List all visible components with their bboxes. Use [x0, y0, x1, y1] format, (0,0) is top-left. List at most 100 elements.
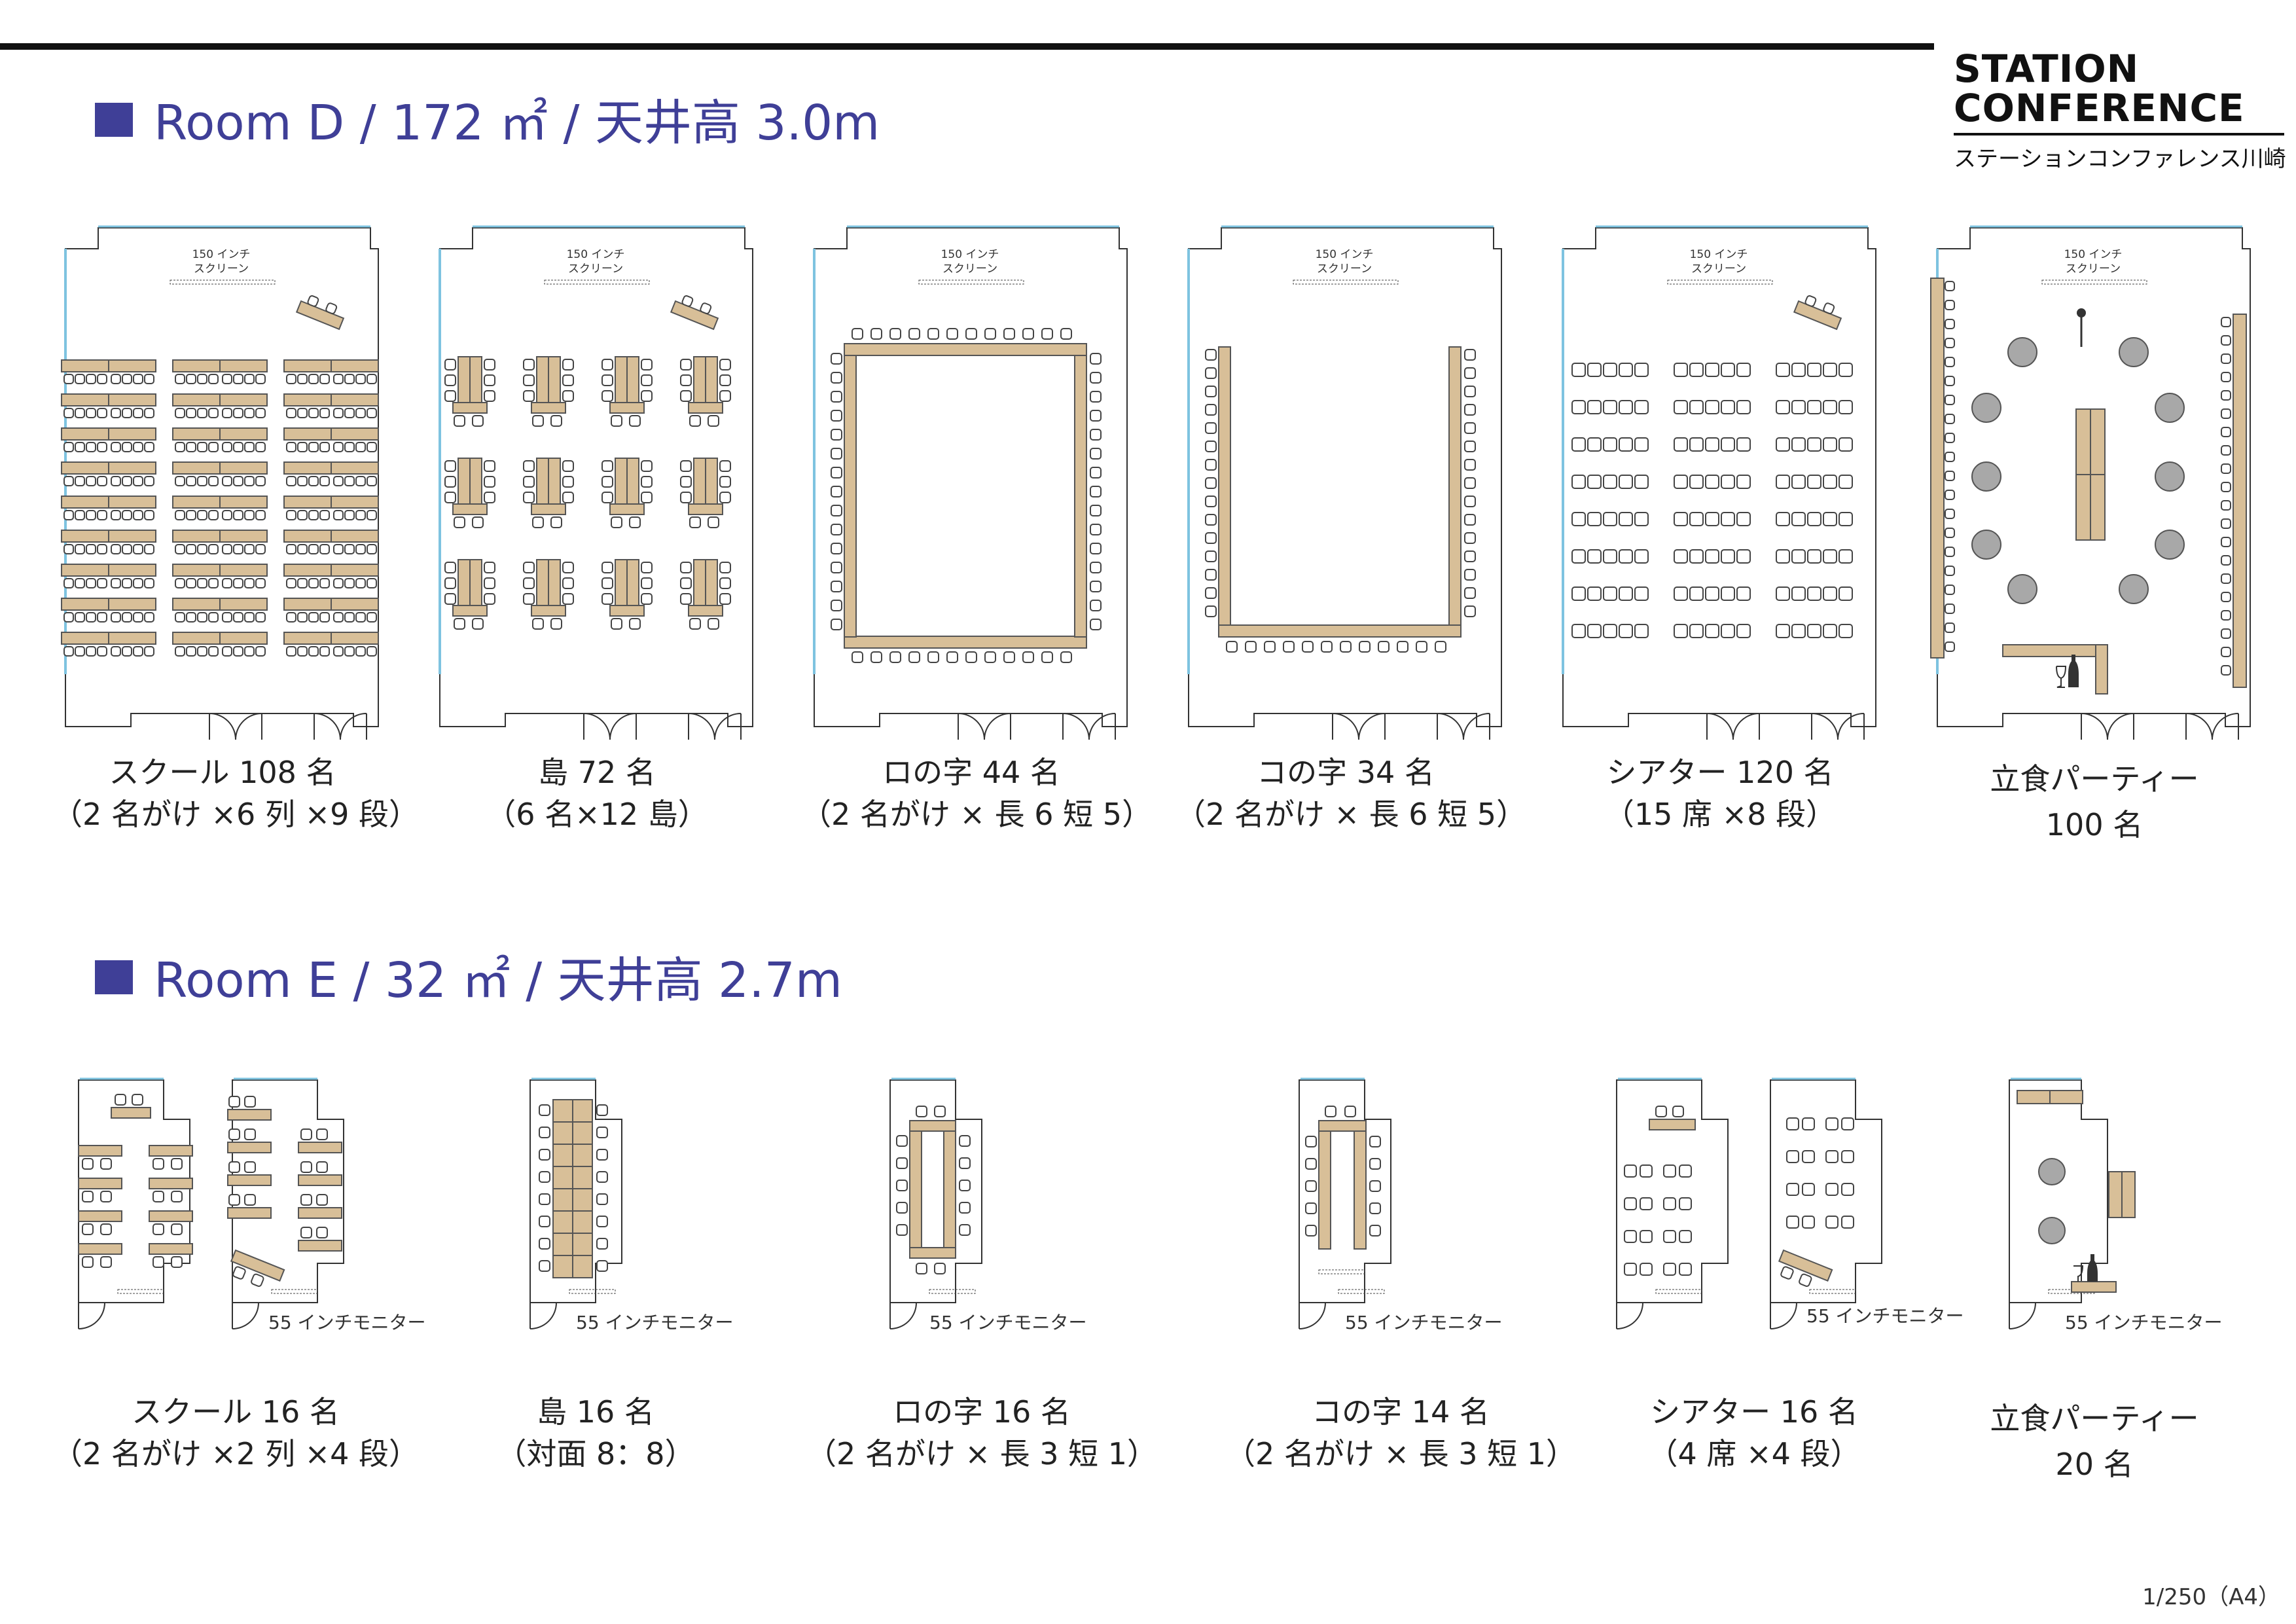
chair [1786, 1183, 1799, 1196]
chair [2221, 317, 2231, 327]
chair [719, 359, 731, 370]
chair [523, 577, 535, 589]
chair [319, 646, 330, 657]
chair [1603, 586, 1617, 601]
chair [144, 578, 154, 588]
room-e-ro-caption: ロの字 16 名（2 名がけ × 長 3 短 1） [806, 1394, 1158, 1471]
chair [1823, 302, 1835, 315]
table [149, 1178, 193, 1189]
screen-label: 150 インチ [941, 248, 999, 261]
chair [1839, 475, 1853, 489]
chair [908, 328, 920, 340]
chair [629, 415, 641, 427]
chair [1464, 532, 1476, 544]
chair [1802, 1183, 1815, 1196]
station-conference-logo: STATION CONFERENCE ステーションコンファレンス川崎 [1954, 49, 2287, 173]
table [572, 1121, 593, 1145]
chair [1674, 363, 1688, 377]
chair [641, 374, 653, 386]
chair [934, 1263, 946, 1274]
chair [244, 544, 255, 554]
chair [208, 544, 219, 554]
chair [197, 612, 207, 623]
chair [319, 374, 330, 384]
chair [680, 390, 692, 402]
door-icon [984, 713, 1011, 740]
table [219, 393, 268, 406]
chair [1090, 600, 1102, 611]
table [2017, 1090, 2051, 1104]
chair [539, 1216, 550, 1227]
chair [255, 442, 266, 452]
chair [86, 476, 96, 486]
chair [1205, 532, 1217, 544]
chair [831, 353, 842, 365]
chair [1464, 587, 1476, 599]
chair [222, 408, 232, 418]
chair [97, 612, 107, 623]
chair [97, 544, 107, 554]
chair [641, 460, 653, 472]
chair [175, 578, 185, 588]
chair [1464, 349, 1476, 361]
chair [1587, 512, 1602, 526]
room-outline [1562, 227, 1876, 727]
table [108, 359, 156, 372]
chair [1305, 1202, 1317, 1214]
chair [719, 562, 731, 573]
door-icon [1837, 713, 1865, 740]
chair [680, 460, 692, 472]
table [572, 1255, 593, 1278]
chair [344, 544, 355, 554]
table [111, 1107, 151, 1119]
chair [319, 612, 330, 623]
chair [1689, 363, 1704, 377]
chair [1624, 1164, 1637, 1178]
chair [1721, 400, 1735, 414]
chair [144, 646, 154, 657]
microphone-icon [2077, 308, 2086, 317]
table [626, 559, 639, 606]
chair [1945, 395, 1955, 405]
chair [197, 646, 207, 657]
chair [2221, 482, 2231, 492]
chair [484, 562, 495, 573]
chair [100, 1256, 112, 1268]
chair [1464, 477, 1476, 489]
chair [959, 1224, 971, 1236]
chair [1945, 566, 1955, 576]
chair [484, 577, 495, 589]
table [172, 496, 221, 509]
chair [1205, 441, 1217, 452]
chair [82, 1158, 94, 1170]
screen-label: スクリーン [568, 262, 623, 276]
chair [680, 593, 692, 605]
chair [2221, 610, 2231, 621]
logo-line-japanese: ステーションコンファレンス川崎 [1954, 146, 2286, 172]
table [108, 461, 156, 475]
chair [1736, 475, 1751, 489]
chair [1841, 1216, 1854, 1229]
chair [2221, 445, 2231, 456]
chair [1245, 641, 1257, 653]
chair [680, 359, 692, 370]
chair [1823, 400, 1837, 414]
table [2108, 1171, 2123, 1218]
chair [959, 1157, 971, 1169]
chair [1464, 605, 1476, 617]
chair [244, 442, 255, 452]
chair [2221, 390, 2231, 401]
chair [523, 562, 535, 573]
screen-label: 150 インチ [567, 248, 625, 261]
door-icon [958, 713, 985, 740]
chair [133, 374, 143, 384]
chair [1945, 376, 1955, 386]
chair [2221, 518, 2231, 529]
chair [1090, 410, 1102, 422]
chair [333, 510, 344, 520]
chair [1705, 363, 1719, 377]
chair [86, 442, 96, 452]
table [227, 1142, 272, 1153]
chair [1736, 624, 1751, 638]
chair [255, 510, 266, 520]
